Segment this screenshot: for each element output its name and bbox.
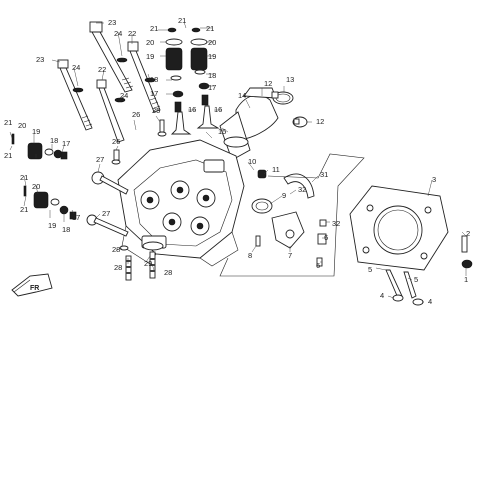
callout-c19d: 19 xyxy=(48,221,56,230)
callout-c26b: 26 xyxy=(112,137,120,146)
callout-c13: 13 xyxy=(286,75,294,84)
callout-c20b: 20 xyxy=(208,38,216,47)
callout-c16b: 16 xyxy=(214,105,222,114)
callout-c17d: 17 xyxy=(72,213,80,222)
callout-c1: 1 xyxy=(464,275,468,284)
callout-c28b: 28 xyxy=(112,245,120,254)
dowels-and-nuts-1-2-4 xyxy=(392,235,473,306)
long-stud-bolt-23-left xyxy=(57,59,93,131)
callout-c24c: 24 xyxy=(120,91,128,100)
callout-c21d: 21 xyxy=(4,118,12,127)
callout-c7: 7 xyxy=(288,251,292,260)
callout-c12b: 12 xyxy=(316,117,324,126)
callout-c18c: 18 xyxy=(50,136,58,145)
callout-c17a: 17 xyxy=(150,89,158,98)
callout-c21g: 21 xyxy=(20,205,28,214)
callout-c21c: 21 xyxy=(206,24,214,33)
lower-studs-28-29 xyxy=(119,241,164,281)
callout-c18a: 18 xyxy=(150,75,158,84)
callout-c26a: 26 xyxy=(132,110,140,119)
front-direction-badge-label: FR xyxy=(30,285,39,292)
callout-c6: 6 xyxy=(324,233,328,242)
callout-c21a: 21 xyxy=(150,24,158,33)
callout-c12a: 12 xyxy=(264,79,272,88)
callout-c10: 10 xyxy=(248,157,256,166)
hose-clamp-13 xyxy=(271,91,294,105)
callout-c25: 25 xyxy=(152,106,160,115)
callout-c21b: 21 xyxy=(178,16,186,25)
callout-c27a: 27 xyxy=(96,155,104,164)
gasket-studs-5 xyxy=(385,269,417,299)
callout-c20a: 20 xyxy=(146,38,154,47)
small-fittings-25-26 xyxy=(111,119,167,165)
callout-c18b: 18 xyxy=(208,71,216,80)
callout-c4a: 4 xyxy=(380,291,384,300)
bracket-32-fittings xyxy=(316,219,327,267)
callout-c20c: 20 xyxy=(18,121,26,130)
callout-c19a: 19 xyxy=(146,52,154,61)
callout-c2: 2 xyxy=(466,229,470,238)
callout-c15: 15 xyxy=(218,127,226,136)
leader-lines xyxy=(9,21,467,303)
callout-c18d: 18 xyxy=(62,225,70,234)
callout-c28a: 28 xyxy=(114,263,122,272)
callout-c6b: 6 xyxy=(316,261,320,270)
callout-c32b: 32 xyxy=(332,219,340,228)
callout-c32a: 32 xyxy=(298,185,306,194)
callout-c24a: 24 xyxy=(114,29,122,38)
hose-clamp-12 xyxy=(292,116,308,128)
callout-c11: 11 xyxy=(272,165,280,174)
callout-c22b: 22 xyxy=(98,65,106,74)
callout-c27b: 27 xyxy=(102,209,110,218)
callout-c24b: 24 xyxy=(72,63,80,72)
callout-c17b: 17 xyxy=(208,83,216,92)
callout-c22a: 22 xyxy=(128,29,136,38)
long-stud-bolt-22-center xyxy=(127,41,161,113)
callout-c19c: 19 xyxy=(32,127,40,136)
cylinder-head-gasket-3 xyxy=(349,185,449,271)
callout-c16a: 16 xyxy=(188,105,196,114)
callout-c8: 8 xyxy=(248,251,252,260)
group-bounding-lines xyxy=(219,153,365,277)
callout-c20d: 20 xyxy=(32,182,40,191)
callout-c21e: 21 xyxy=(4,151,12,160)
callout-c5a: 5 xyxy=(368,265,372,274)
callout-c31: 31 xyxy=(320,170,328,179)
callout-c28c: 28 xyxy=(164,268,172,277)
hose-31 xyxy=(283,173,315,199)
valve-pair-16 xyxy=(170,105,220,135)
front-direction-badge: FR xyxy=(11,273,53,297)
washer-set-24 xyxy=(72,57,156,103)
long-stud-bolt-22-left xyxy=(96,79,125,143)
callout-c23b: 23 xyxy=(36,55,44,64)
callout-c17c: 17 xyxy=(62,139,70,148)
callout-c5b: 5 xyxy=(414,275,418,284)
callout-c29: 29 xyxy=(144,259,152,268)
left-valve-cluster-upper xyxy=(11,133,129,195)
valve-spring-stack-top xyxy=(165,27,210,113)
callout-c9: 9 xyxy=(282,191,286,200)
callout-c4b: 4 xyxy=(428,297,432,306)
callout-c21f: 21 xyxy=(20,173,28,182)
long-stud-bolt-23-center xyxy=(89,21,134,93)
callout-c14: 14 xyxy=(238,91,246,100)
callout-c19b: 19 xyxy=(208,52,216,61)
callout-c23a: 23 xyxy=(108,18,116,27)
intake-manifold-14-15 xyxy=(219,87,279,161)
callout-c3: 3 xyxy=(432,175,436,184)
cylinder-head xyxy=(117,139,245,267)
left-valve-cluster-lower xyxy=(23,185,129,237)
water-outlet-9-7 xyxy=(251,169,305,249)
